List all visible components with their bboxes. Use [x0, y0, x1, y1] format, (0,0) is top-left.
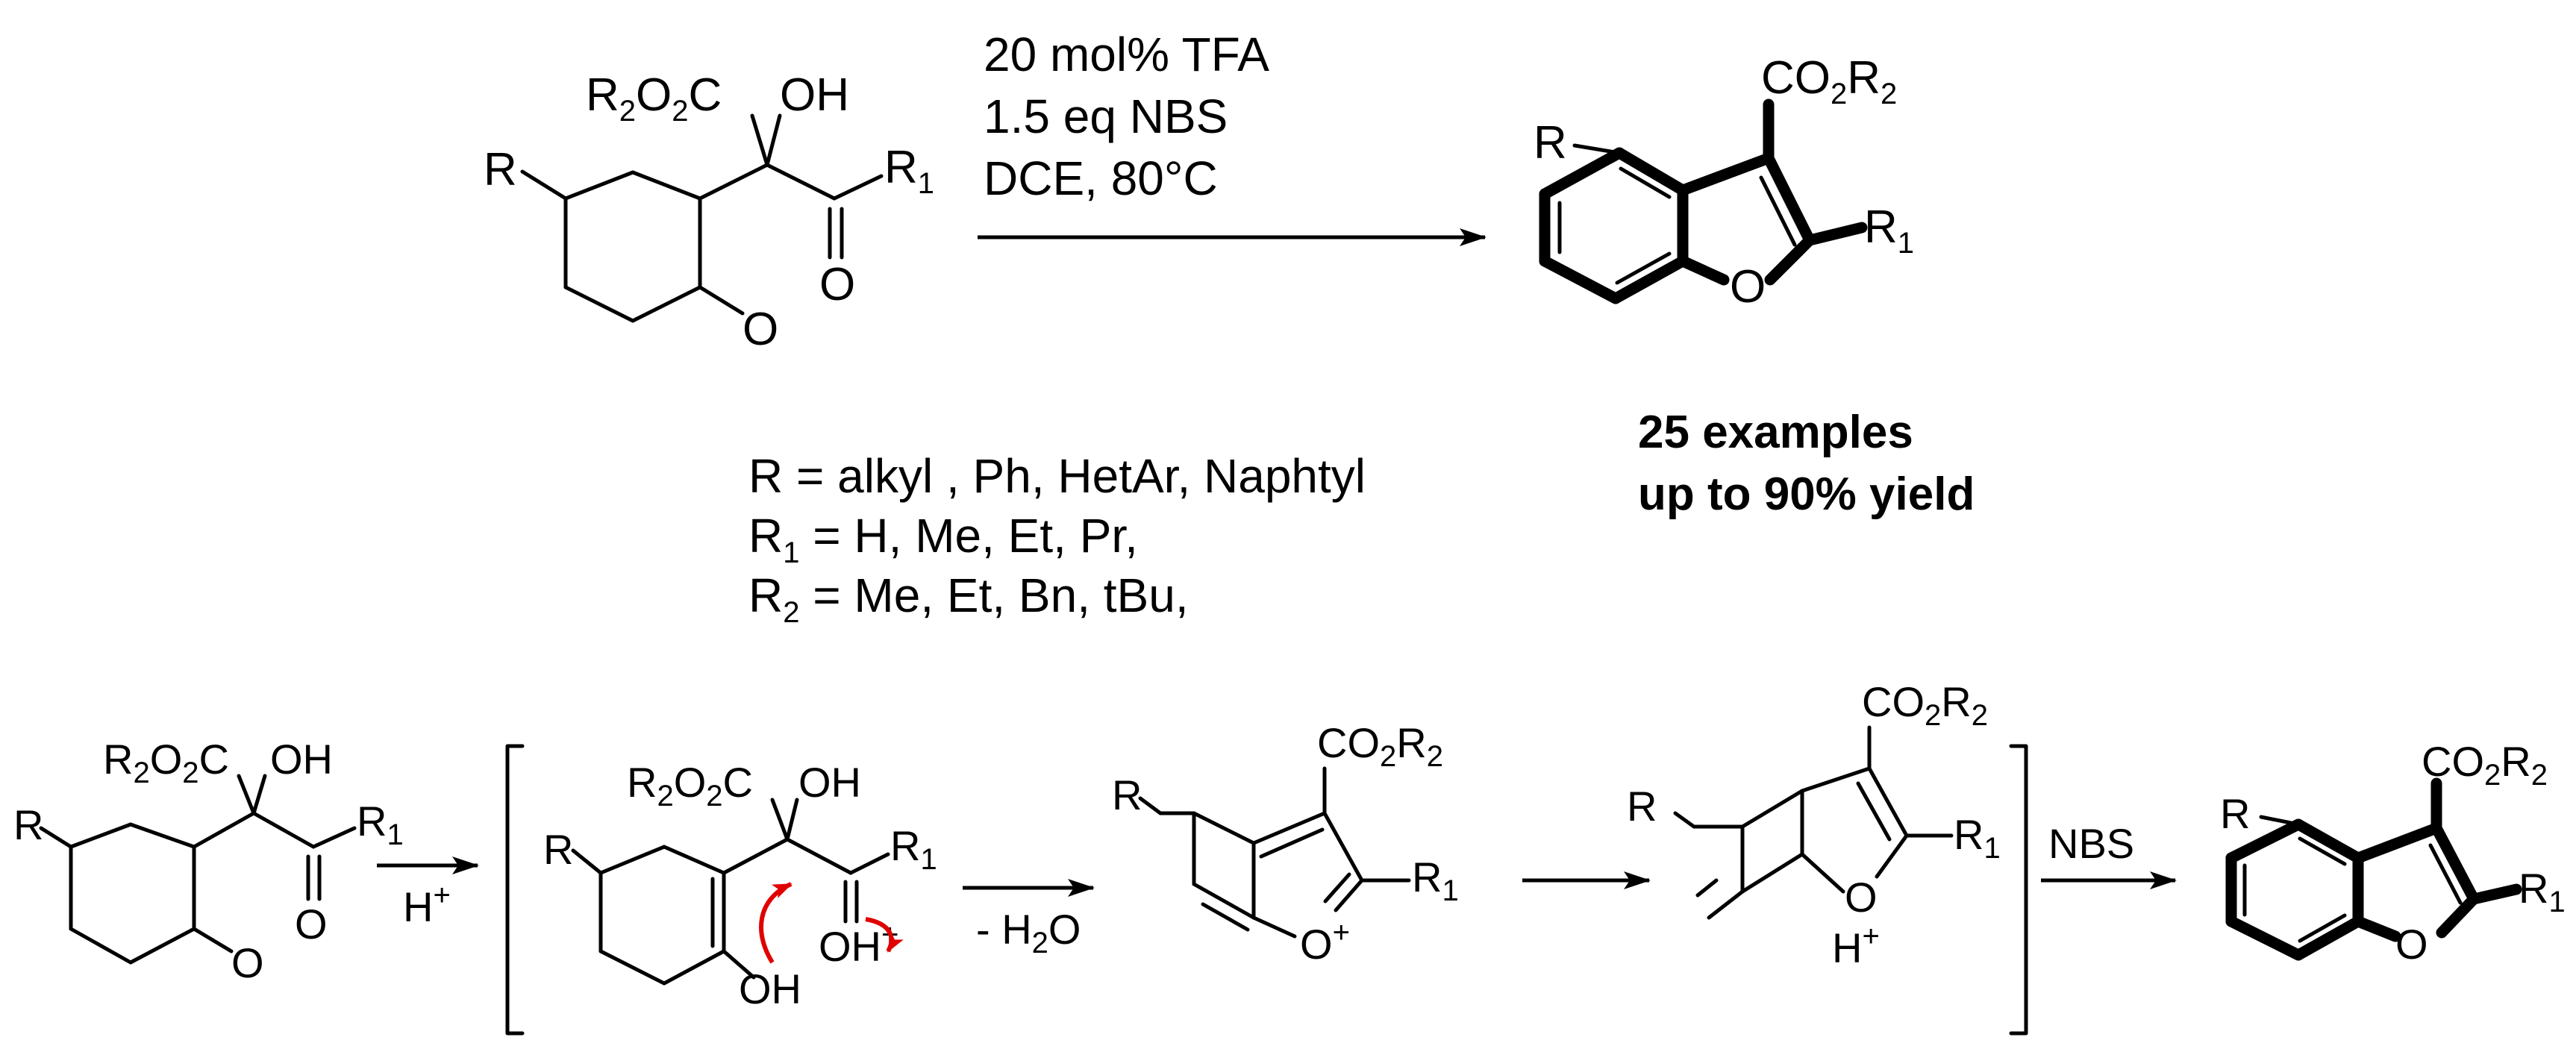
mech-starting-material [39, 774, 357, 965]
sm-r1-label: R1 [884, 142, 934, 200]
oxonium-r1-label: R1 [1412, 854, 1459, 907]
mech1-ring-o-label: O [231, 939, 264, 986]
benzofuran-product [1539, 98, 1868, 304]
bracket-left [505, 744, 525, 1036]
oxonium-co2r2-label: CO2R2 [1317, 719, 1443, 773]
oxonium-r-label: R [1112, 771, 1142, 818]
final-o-label: O [2395, 921, 2428, 968]
mech1-ketone-o-label: O [295, 901, 328, 948]
scope-r2: R2 = Me, Et, Bn, tBu, [748, 569, 1189, 629]
furan-h-proton-label: H+ [1832, 920, 1880, 971]
nbs-label: NBS [2048, 820, 2134, 867]
bracket-right [2009, 744, 2028, 1036]
curved-arrow-enol [759, 882, 793, 964]
sm-ester-label: R2O2C [586, 69, 722, 128]
product-r1-label: R1 [1864, 201, 1914, 260]
enol-r-label: R [543, 826, 573, 873]
dehydration-label: - H2O [976, 906, 1081, 959]
sm-r-label: R [484, 144, 517, 195]
mech1-ester-label: R2O2C [103, 736, 229, 789]
acid-catalyst-label: H+ [403, 879, 451, 930]
curved-arrow-carbonyl [865, 917, 904, 953]
condition-line-2: 1.5 eq NBS [984, 90, 1228, 143]
enol-intermediate [571, 798, 890, 986]
enol-r1-label: R1 [890, 822, 937, 876]
yield-range: up to 90% yield [1638, 469, 1975, 520]
sm-oh-label: OH [780, 69, 849, 121]
final-r-label: R [2220, 790, 2250, 837]
final-co2r2-label: CO2R2 [2422, 738, 2548, 792]
mech-final-benzofuran [2225, 777, 2522, 961]
condition-line-1: 20 mol% TFA [984, 28, 1269, 81]
furan-h-o-label: O [1845, 874, 1878, 921]
final-r1-label: R1 [2519, 865, 2566, 918]
sm-ring-o-label: O [743, 304, 778, 355]
sm-ketone-o-label: O [819, 259, 855, 310]
mech1-r1-label: R1 [357, 798, 404, 851]
furan-h-r-label: R [1627, 783, 1657, 830]
furan-h-r1-label: R1 [1954, 811, 2001, 865]
enol-oh-label: OH [798, 759, 861, 806]
protonated-furan [1673, 725, 1954, 920]
scope-r: R = alkyl , Ph, HetAr, Naphtyl [748, 449, 1366, 503]
scope-r1: R1 = H, Me, Et, Pr, [748, 509, 1138, 569]
enol-ring-oh-label: OH [739, 965, 801, 1012]
examples-count: 25 examples [1638, 407, 1913, 458]
mech1-r-label: R [13, 801, 43, 848]
condition-line-3: DCE, 80°C [984, 151, 1218, 205]
starting-material [520, 113, 884, 323]
enol-ester-label: R2O2C [627, 759, 753, 812]
furan-h-co2r2-label: CO2R2 [1862, 678, 1988, 732]
oxonium-o-label: O+ [1300, 916, 1350, 968]
product-co2r2-label: CO2R2 [1761, 52, 1897, 110]
oxonium-intermediate [1138, 766, 1411, 939]
product-r-label: R [1534, 117, 1567, 169]
mech1-oh-label: OH [270, 736, 333, 783]
product-o-label: O [1730, 261, 1766, 313]
